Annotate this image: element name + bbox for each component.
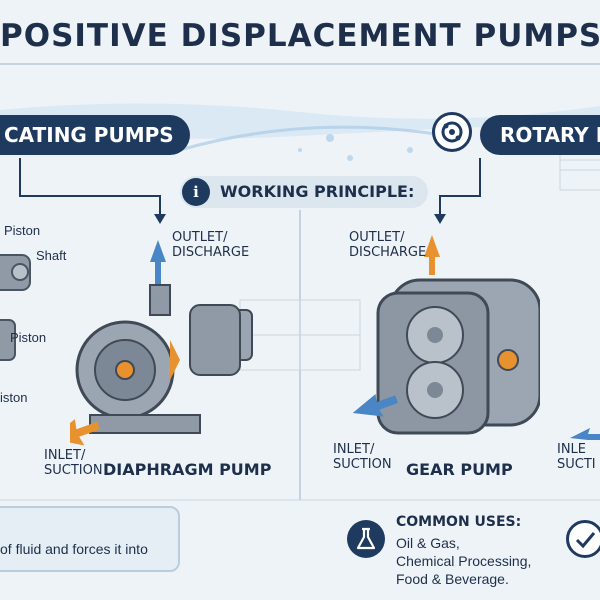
gear-inlet-label: INLET/ SUCTION <box>333 442 392 472</box>
piston-label-1: Piston <box>4 223 41 238</box>
diaphragm-outlet-label: OUTLET/ DISCHARGE <box>172 230 249 260</box>
diaphragm-pump-name: DIAPHRAGM PUMP <box>103 460 272 479</box>
gear-inlet-line-2: SUCTION <box>333 457 392 472</box>
gear-outlet-line-1: OUTLET/ <box>349 230 405 245</box>
rotary-gear-icon <box>432 112 472 152</box>
working-principle-label: WORKING PRINCIPLE: <box>180 176 429 208</box>
checkmark-icon <box>566 520 600 558</box>
diaphragm-inlet-label: INLET/ SUCTION <box>44 448 103 478</box>
diaphragm-outlet-line-1: OUTLET/ <box>172 230 228 245</box>
page-title: POSITIVE DISPLACEMENT PUMPS <box>0 18 600 54</box>
gear-outlet-line-2: DISCHARGE <box>349 245 427 260</box>
diaphragm-pump-illustration <box>70 240 253 446</box>
info-icon: i <box>182 178 210 206</box>
description-box <box>0 506 180 572</box>
right-edge-inlet-arrow <box>570 428 600 440</box>
description-text: of fluid and forces it into <box>0 541 148 557</box>
diaphragm-inlet-line-1: INLET/ <box>44 448 86 463</box>
shaft-label: Shaft <box>36 248 67 263</box>
common-use-item: Chemical Processing, <box>396 553 532 569</box>
diaphragm-outlet-line-2: DISCHARGE <box>172 245 250 260</box>
reciprocating-banner: CATING PUMPS <box>0 115 190 155</box>
right-edge-inlet-line-2: SUCTI <box>557 457 596 472</box>
diaphragm-inlet-line-2: SUCTION <box>44 463 103 478</box>
common-use-item: Oil & Gas, <box>396 535 460 551</box>
right-edge-inlet-line-1: INLE <box>557 442 587 457</box>
gear-pump-illustration <box>352 235 540 435</box>
flask-icon <box>347 520 385 558</box>
common-uses-title: COMMON USES: <box>396 514 522 530</box>
gear-inlet-line-1: INLET/ <box>333 442 375 457</box>
rotary-banner: ROTARY P <box>480 115 600 155</box>
right-edge-inlet-label: INLE SUCTI <box>557 442 596 472</box>
gear-pump-name: GEAR PUMP <box>406 460 513 479</box>
gear-outlet-label: OUTLET/ DISCHARGE <box>349 230 426 260</box>
piston-label-2: Piston <box>10 330 47 345</box>
piston-label-3: iston <box>0 390 28 405</box>
common-use-item: Food & Beverage. <box>396 571 509 587</box>
piston-pump-illustration <box>0 254 31 361</box>
